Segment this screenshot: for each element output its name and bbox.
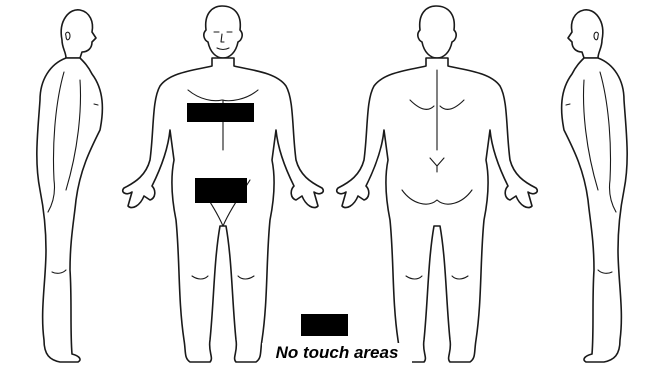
side-left-body — [37, 58, 103, 362]
no-touch-marker-groin — [195, 178, 247, 203]
front-head — [204, 6, 242, 58]
back-head — [418, 6, 456, 58]
figure-back — [337, 6, 538, 362]
legend-swatch — [301, 314, 348, 336]
figure-side-right — [562, 10, 628, 362]
side-left-head — [61, 10, 96, 58]
figure-side-left — [37, 10, 103, 362]
no-touch-marker-chest — [187, 103, 254, 122]
side-right-head — [568, 10, 603, 58]
side-right-body — [562, 58, 628, 362]
legend-label: No touch areas — [262, 343, 412, 363]
